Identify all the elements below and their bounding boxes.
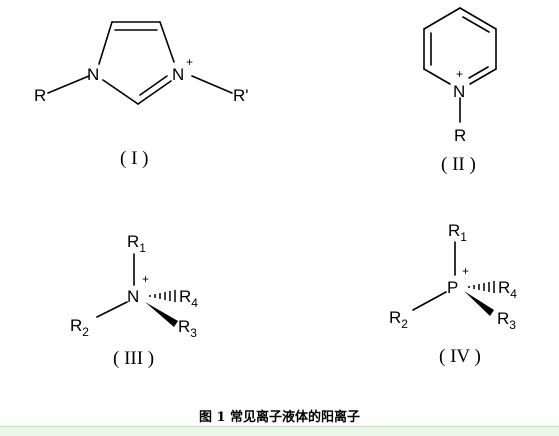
bond-ring-6 [423, 7, 461, 30]
bond-ring-3 [469, 68, 497, 85]
structure-imidazolium: N N + R R' ( I ) [34, 21, 249, 169]
bond-c4-n3 [159, 21, 175, 63]
bond-n-r2 [96, 301, 128, 318]
label-structure-1: ( I ) [120, 148, 148, 169]
atom-r2: R2 [70, 316, 89, 339]
bond-p-r2 [412, 291, 447, 311]
bottom-bar [0, 426, 559, 436]
structure-ammonium: N + R1 R2 R3 R4 ( III ) [70, 232, 198, 369]
wedge-bond-r3 [464, 291, 494, 316]
atom-r-prime: R' [233, 86, 249, 105]
bond-ring-double-1 [462, 16, 490, 33]
atom-n-center: N [127, 287, 139, 306]
atom-r2: R2 [389, 308, 408, 331]
bond-n1-c2 [102, 79, 139, 105]
atom-r4: R4 [498, 278, 517, 301]
bond-c5-n1 [98, 21, 113, 65]
bond-r-n1 [47, 75, 90, 94]
charge-plus: + [186, 55, 193, 69]
bond-ring-1 [459, 7, 497, 30]
bond-ring-double-2 [468, 66, 489, 79]
structure-pyridinium: N + R ( II ) [423, 7, 497, 175]
bond-n3-r2 [191, 75, 233, 94]
atom-r3: R3 [178, 317, 197, 340]
atom-p-center: P [447, 278, 458, 297]
atom-n1: N [87, 65, 99, 84]
hash-bond-r4 [149, 290, 176, 302]
atom-r3: R3 [497, 309, 516, 332]
label-structure-3: ( III ) [113, 348, 154, 369]
charge-plus: + [456, 67, 463, 81]
figure-caption: 图 1 常见离子液体的阳离子 [198, 410, 361, 425]
bond-c2-n3-double [139, 75, 168, 96]
atom-r4: R4 [179, 287, 198, 310]
charge-plus: + [142, 272, 149, 286]
atom-r1: R1 [127, 232, 146, 255]
atom-n: N [453, 82, 465, 101]
atom-r: R [454, 126, 466, 145]
charge-plus: + [462, 264, 469, 278]
label-structure-2: ( II ) [441, 154, 476, 175]
wedge-bond-r3 [145, 302, 178, 327]
bond-c2-n3 [137, 80, 172, 105]
atom-n3: N [172, 65, 184, 84]
bond-ring-4 [423, 68, 451, 85]
atom-r1: R1 [448, 221, 467, 244]
label-structure-4: ( IV ) [439, 346, 481, 367]
hash-bond-r4 [468, 281, 495, 293]
atom-r: R [34, 86, 46, 105]
structure-phosphonium: P + R1 R2 R3 R4 ( IV ) [389, 221, 517, 367]
